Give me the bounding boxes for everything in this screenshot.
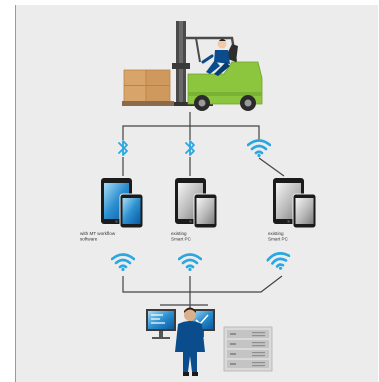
bottom-bus-line [122, 275, 283, 293]
device-group-2: existing Smart PC [171, 178, 218, 242]
device-3-label-line-1: existing [268, 231, 284, 236]
smartphone-icon [292, 193, 317, 229]
bluetooth-icon [185, 140, 195, 156]
connection-lines [122, 112, 285, 310]
device-group-3: existing Smart PC [268, 178, 317, 242]
wifi-icon [247, 139, 271, 157]
smartphone-icon [119, 193, 144, 229]
device-3-label-line-2: Smart PC [268, 237, 289, 242]
desktop-monitor-icon [146, 309, 176, 339]
server-rack-icon [223, 326, 273, 372]
bluetooth-icon [118, 140, 128, 156]
forklift-driver-icon [201, 39, 230, 76]
worker-icon [175, 307, 205, 376]
top-bus-line [122, 125, 260, 140]
wifi-link-line-3 [258, 157, 285, 177]
wifi-icon [111, 253, 135, 271]
forklift-icon [172, 21, 263, 111]
device-1-label-line-1: with MT workflow [80, 231, 116, 236]
device-2-label-line-1: existing [171, 231, 187, 236]
wifi-icon [178, 253, 202, 271]
device-1-label-line-2: software [80, 237, 98, 242]
device-group-1: with MT workflow software [80, 178, 144, 242]
wifi-icon [265, 250, 293, 273]
cargo-boxes-icon [122, 69, 174, 106]
device-2-label-line-2: Smart PC [171, 237, 192, 242]
smartphone-icon [193, 193, 218, 229]
